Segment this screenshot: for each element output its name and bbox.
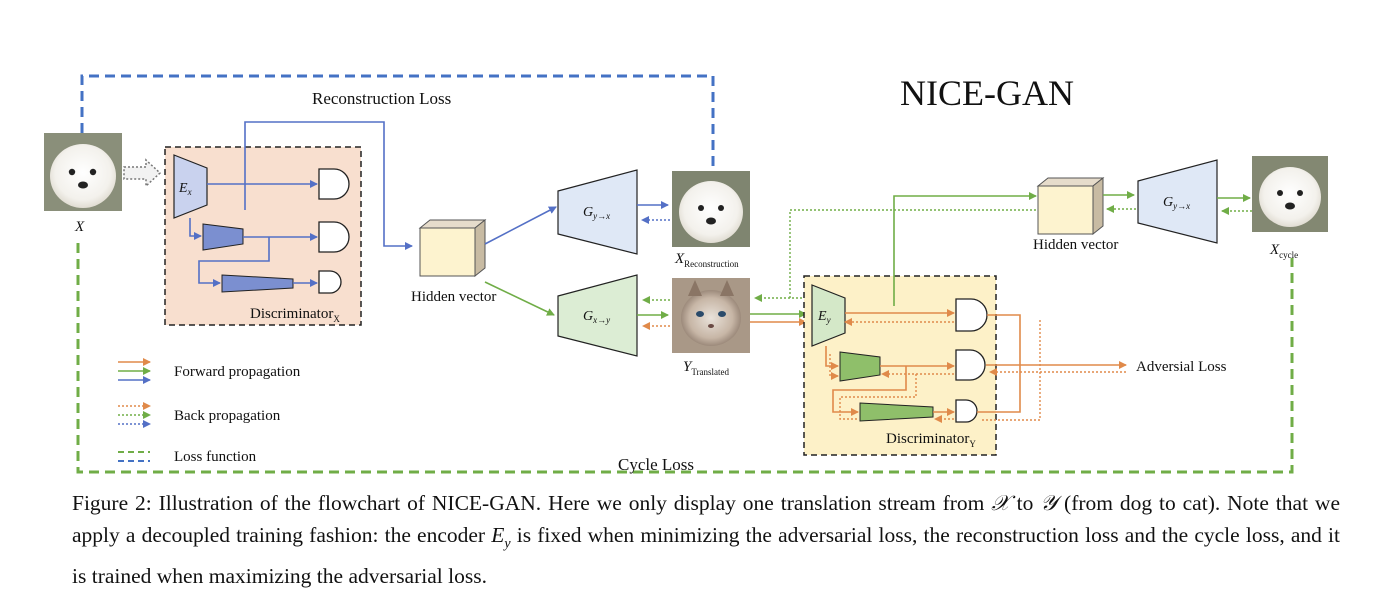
generator-gyx bbox=[557, 169, 638, 255]
disc-x-block-2 bbox=[221, 274, 294, 293]
gxy-to-ytrans-arrows bbox=[637, 296, 670, 330]
generator-gxy-label: Gx→y bbox=[583, 309, 610, 325]
reconstruction-loss-line bbox=[80, 74, 715, 168]
discriminator-x-label: DiscriminatorX bbox=[250, 306, 340, 324]
hidden-vector-right-label: Hidden vector bbox=[1033, 237, 1118, 253]
figure-caption: Figure 2: Illustration of the flowchart … bbox=[72, 487, 1340, 592]
y-translated-image bbox=[672, 278, 750, 353]
hidden-vector-right-cube bbox=[1036, 176, 1105, 236]
generator-gxy bbox=[557, 274, 638, 357]
generator-gyx-label: Gy→x bbox=[583, 205, 610, 221]
disc-x-head-3 bbox=[318, 270, 342, 294]
ey-to-hidden-right-arrow bbox=[893, 192, 1037, 306]
legend-forward-label: Forward propagation bbox=[174, 364, 301, 380]
adversial-loss-label: Adversial Loss bbox=[1136, 359, 1227, 375]
x-reconstruction-label: XReconstruction bbox=[674, 251, 739, 269]
legend-back-label: Back propagation bbox=[174, 408, 281, 424]
legend-loss-function bbox=[118, 451, 150, 462]
cycle-loss-line bbox=[76, 243, 1294, 474]
hv-to-gyx-arrow bbox=[484, 206, 557, 245]
hidden-vector-left-cube bbox=[418, 218, 487, 278]
encoder-ex-label: Ex bbox=[178, 181, 192, 197]
disc-x-head-1 bbox=[318, 168, 350, 200]
ytrans-to-ey-arrows bbox=[750, 294, 807, 326]
x-cycle-image bbox=[1252, 156, 1328, 232]
disc-y-block-2 bbox=[859, 402, 934, 422]
legend-forward-propagation bbox=[118, 358, 151, 384]
disc-y-head-2 bbox=[955, 349, 986, 381]
caption-part-2: to bbox=[1009, 491, 1041, 515]
disc-x-head-2 bbox=[318, 221, 350, 253]
gyx-right-to-xcycle-arrows bbox=[1217, 194, 1252, 215]
discriminator-y-label: DiscriminatorY bbox=[886, 431, 976, 449]
caption-part-3: (from dog to cat). Note that we apply a … bbox=[72, 491, 1340, 547]
gyx-to-xrec-arrows bbox=[637, 201, 670, 224]
caption-ey-symbol: Ey bbox=[491, 523, 511, 552]
input-arrow bbox=[123, 158, 162, 188]
hidden-right-to-gyx-right-arrows bbox=[1103, 191, 1136, 213]
caption-part-4: is fixed when minimizing the adversarial… bbox=[72, 523, 1341, 589]
x-cycle-label: Xcycle bbox=[1269, 242, 1298, 260]
disc-y-backward-connections bbox=[829, 318, 1126, 423]
disc-y-forward-connections bbox=[825, 309, 1127, 416]
disc-y-head-1 bbox=[955, 298, 988, 332]
disc-y-head-3 bbox=[955, 399, 978, 423]
hidden-vector-left-label: Hidden vector bbox=[411, 289, 496, 305]
generator-gyx-right-label: Gy→x bbox=[1163, 195, 1190, 211]
encoder-ey bbox=[811, 284, 846, 347]
x-reconstruction-image bbox=[672, 171, 750, 247]
legend-loss-label: Loss function bbox=[174, 449, 257, 465]
hv-to-gxy-arrow bbox=[484, 281, 555, 316]
nice-gan-flowchart: NICE-GAN Reconstruction Loss Cycle Loss … bbox=[44, 73, 1328, 474]
cycle-loss-label: Cycle Loss bbox=[618, 455, 694, 474]
legend-back-propagation bbox=[118, 402, 151, 428]
hidden-right-back-to-ytrans bbox=[789, 209, 1036, 298]
caption-domain-x: 𝒳 bbox=[991, 491, 1010, 515]
x-label: X bbox=[74, 219, 85, 235]
y-translated-label: YTranslated bbox=[683, 359, 730, 377]
generator-gyx-right bbox=[1137, 159, 1218, 244]
disc-x-block-1 bbox=[202, 223, 244, 251]
legend: Forward propagation Back propagation Los… bbox=[118, 358, 301, 465]
caption-domain-y: 𝒴 bbox=[1040, 491, 1058, 515]
encoder-ey-label: Ey bbox=[817, 309, 831, 325]
reconstruction-loss-label: Reconstruction Loss bbox=[312, 89, 451, 108]
figure-title: NICE-GAN bbox=[900, 73, 1074, 113]
encoder-ex bbox=[173, 154, 208, 219]
input-dog-image bbox=[44, 133, 122, 211]
caption-part-1: Figure 2: Illustration of the flowchart … bbox=[72, 491, 992, 515]
disc-y-block-1 bbox=[839, 351, 881, 382]
disc-x-connections bbox=[189, 121, 413, 287]
